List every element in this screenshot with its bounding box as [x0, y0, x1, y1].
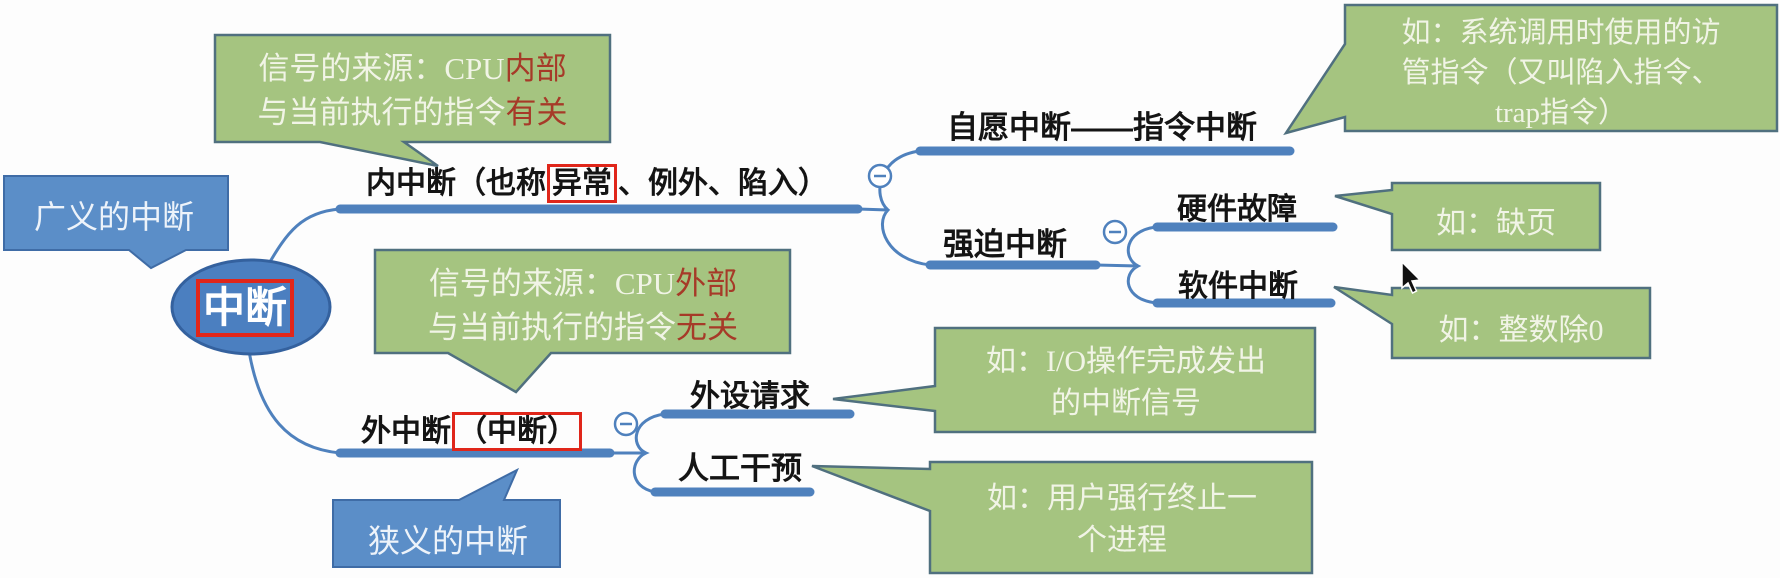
note-emphasis: 外部 — [675, 266, 738, 301]
external-source-line1: 信号的来源：CPU外部 — [383, 262, 783, 306]
callout-external-source — [373, 248, 792, 394]
callout-io-note — [832, 326, 1317, 434]
note-line: 的中断信号 — [1051, 387, 1201, 420]
red-highlight-box: 异常 — [547, 164, 617, 203]
note-emphasis: 有关 — [505, 95, 568, 131]
callout-kill-note — [811, 460, 1314, 575]
note-line: 管指令（又叫陷入指令、 — [1401, 57, 1721, 90]
connector-forced-children — [1095, 225, 1158, 305]
broad-interrupt-label: 广义的中断 — [33, 199, 194, 235]
node-label-part: 、例外、陷入） — [618, 167, 828, 200]
note-line: trap指令） — [1494, 97, 1628, 130]
callout-page-fault — [1334, 181, 1602, 252]
narrow-interrupt-label: 狭义的中断 — [367, 523, 528, 559]
connector-root-external — [247, 350, 341, 455]
node-manual-intervention[interactable]: 人工干预 — [678, 451, 802, 486]
callout-internal-source — [213, 33, 612, 168]
page-fault-note: 如：缺页 — [1436, 207, 1556, 240]
note-text: 信号的来源：CPU — [258, 51, 505, 86]
node-voluntary-interrupt[interactable]: 自愿中断——指令中断 — [947, 110, 1257, 145]
internal-source-line1: 信号的来源：CPU内部 — [220, 47, 605, 91]
cursor-icon — [1401, 260, 1422, 295]
node-peripheral-request[interactable]: 外设请求 — [690, 380, 810, 413]
connector-root-internal — [265, 207, 341, 268]
connector-external-children — [610, 412, 666, 494]
connector-internal-children — [857, 149, 931, 267]
callout-broad-interrupt — [3, 175, 229, 270]
note-line: 如：I/O操作完成发出 — [986, 345, 1266, 378]
node-forced-interrupt[interactable]: 强迫中断 — [943, 227, 1067, 262]
callout-divzero — [1333, 285, 1652, 360]
node-software-interrupt[interactable]: 软件中断 — [1178, 270, 1298, 303]
note-line: 如：用户强行终止一 — [987, 482, 1257, 515]
trap-instruction-note: 如：系统调用时使用的访 管指令（又叫陷入指令、 trap指令） — [1350, 13, 1772, 133]
root-node-label[interactable]: 中断 — [196, 279, 294, 337]
note-text: 与当前执行的指令 — [428, 310, 676, 346]
note-line: 个进程 — [1077, 524, 1167, 557]
node-label-part: 外中断 — [361, 415, 451, 448]
external-source-line2: 与当前执行的指令无关 — [383, 306, 783, 350]
collapse-icon[interactable] — [613, 411, 639, 437]
collapse-icon[interactable] — [867, 163, 893, 189]
note-text: 与当前执行的指令 — [257, 95, 506, 131]
node-underlines — [335, 146, 1338, 497]
red-highlight-box: （中断） — [452, 412, 582, 451]
node-internal-interrupt[interactable]: 内中断（也称异常、例外、陷入） — [366, 158, 828, 203]
collapse-icons — [613, 163, 1128, 437]
io-note: 如：I/O操作完成发出 的中断信号 — [940, 341, 1312, 425]
external-source-note: 信号的来源：CPU外部 与当前执行的指令无关 — [383, 262, 783, 350]
branch-connectors — [247, 149, 1158, 494]
node-hardware-failure[interactable]: 硬件故障 — [1177, 193, 1297, 226]
node-label-part: 内中断（也称 — [366, 167, 546, 200]
green-callouts — [213, 3, 1779, 575]
note-emphasis: 无关 — [676, 310, 738, 346]
callout-narrow-interrupt — [332, 467, 561, 568]
collapse-icon[interactable] — [1102, 219, 1128, 245]
node-external-interrupt[interactable]: 外中断（中断） — [361, 406, 583, 451]
blue-callouts — [3, 175, 561, 568]
divzero-note: 如：整数除0 — [1438, 314, 1604, 347]
note-emphasis: 内部 — [504, 51, 567, 86]
internal-source-line2: 与当前执行的指令有关 — [220, 91, 605, 135]
kill-process-note: 如：用户强行终止一 个进程 — [935, 478, 1309, 562]
note-line: 如：系统调用时使用的访 — [1401, 17, 1721, 49]
callout-trap-note — [1283, 3, 1779, 136]
note-text: 信号的来源：CPU — [428, 266, 676, 301]
internal-source-note: 信号的来源：CPU内部 与当前执行的指令有关 — [220, 47, 605, 135]
